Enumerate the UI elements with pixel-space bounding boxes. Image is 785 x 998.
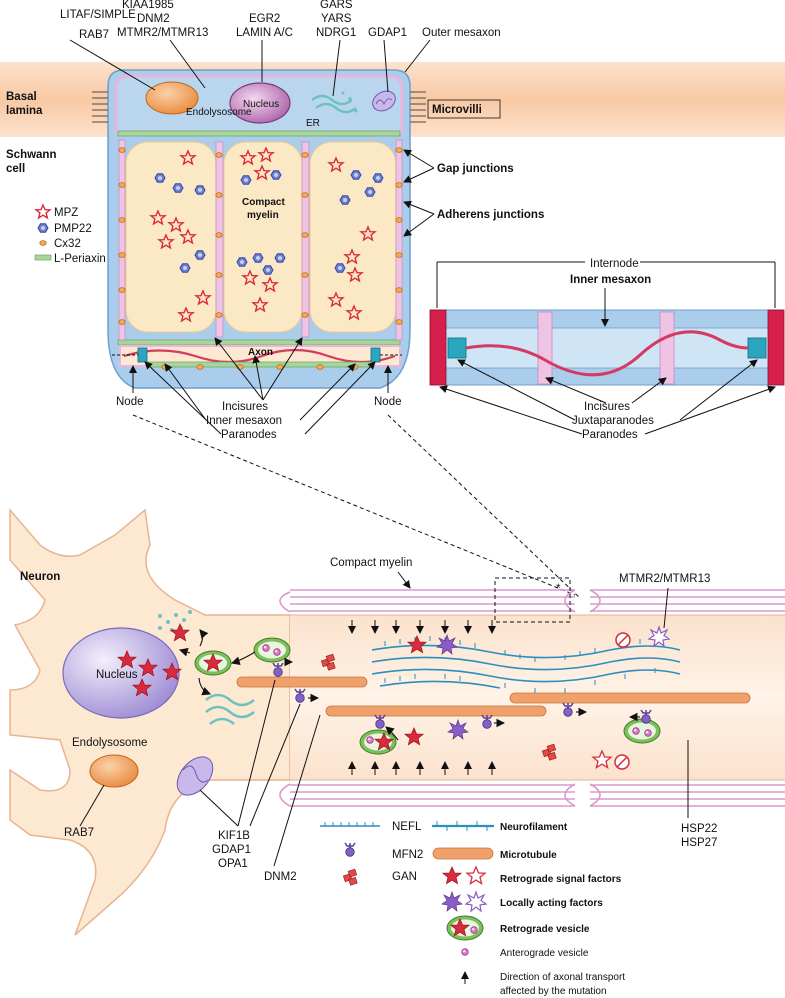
label-internode-incisures: Incisures — [584, 401, 630, 413]
legend-nefl: NEFL — [392, 821, 422, 833]
label-mtmr-top: MTMR2/MTMR13 — [117, 27, 208, 39]
microtubules — [236, 676, 751, 717]
legend-retrograde-signal: Retrograde signal factors — [500, 874, 622, 885]
label-neuron-rab7: RAB7 — [64, 827, 94, 839]
schwann-leader-lines — [112, 149, 435, 435]
top-gene-labels: LITAF/SIMPLE RAB7 KIAA1985 DNM2 MTMR2/MT… — [60, 0, 501, 41]
internode-diagram — [429, 309, 785, 386]
legend-direction1: Direction of axonal transport — [500, 972, 625, 983]
label-gap-junctions: Gap junctions — [437, 163, 514, 175]
label-yars: YARS — [321, 13, 352, 25]
label-microvilli: Microvilli — [432, 104, 482, 116]
label-hsp22: HSP22 — [681, 823, 717, 835]
internode-lines — [436, 261, 776, 435]
label-compact1: Compact — [242, 197, 285, 208]
neuron-nucleus — [62, 627, 180, 719]
mitochondrion-icon — [372, 90, 396, 112]
legend-anterograde-vesicle: Anterograde vesicle — [500, 948, 589, 959]
blocked-transport-icon — [614, 632, 631, 770]
label-basal1: Basal — [6, 91, 37, 103]
er-icon — [311, 94, 357, 114]
label-inner-mesaxon: Inner mesaxon — [206, 415, 282, 427]
label-juxtaparanodes: Juxtaparanodes — [572, 415, 654, 427]
periaxin-band — [117, 130, 401, 137]
label-gars: GARS — [320, 0, 353, 11]
top-leader-lines — [69, 39, 431, 97]
compact-myelin-compartments — [125, 141, 397, 333]
neuron-er-icon — [205, 693, 255, 725]
zoom-box — [494, 577, 571, 623]
label-paranodes: Paranodes — [221, 429, 277, 441]
neurofilaments — [371, 644, 681, 689]
label-node-left: Node — [116, 396, 144, 408]
label-axon: Axon — [248, 347, 273, 358]
schwann-legend: MPZ PMP22 Cx32 L-Periaxin — [34, 204, 106, 265]
schwann-nucleus — [229, 82, 291, 124]
transport-arrows-top — [348, 620, 496, 634]
label-rab7-top: RAB7 — [79, 29, 109, 41]
bottom-legend: NEFL Neurofilament MFN2 Microtubule GAN … — [320, 821, 625, 997]
neuron-endolysosome — [89, 754, 139, 788]
label-schwann2: cell — [6, 163, 25, 175]
label-lamin: LAMIN A/C — [236, 27, 293, 39]
schwann-cell — [107, 69, 411, 389]
label-neuron-nucleus: Nucleus — [96, 669, 138, 681]
label-internode-inner-mesaxon: Inner mesaxon — [570, 274, 651, 286]
label-neuron: Neuron — [20, 571, 60, 583]
label-nucleus-top: Nucleus — [243, 99, 279, 110]
label-internode: Internode — [590, 258, 639, 270]
label-litaf: LITAF/SIMPLE — [60, 9, 136, 21]
legend-mpz: MPZ — [54, 207, 78, 219]
label-neuron-endolysosome: Endolysosome — [72, 737, 147, 749]
legend-locally-acting: Locally acting factors — [500, 898, 603, 909]
label-hsp27: HSP27 — [681, 837, 717, 849]
microvilli — [92, 91, 426, 123]
asterisk-label: * — [556, 583, 561, 595]
label-opa1: OPA1 — [218, 858, 248, 870]
node-right-marker — [370, 347, 381, 363]
node-left-marker — [137, 347, 148, 363]
legend-direction2: affected by the mutation — [500, 986, 607, 997]
label-dnm2-top: DNM2 — [137, 13, 170, 25]
label-egr2: EGR2 — [249, 13, 280, 25]
label-internode-paranodes: Paranodes — [582, 429, 638, 441]
label-kif1b: KIF1B — [218, 830, 250, 842]
label-incisures: Incisures — [222, 401, 268, 413]
label-node-right: Node — [374, 396, 402, 408]
neuron-cell-body — [9, 507, 291, 936]
label-neuron-mtmr: MTMR2/MTMR13 — [619, 573, 710, 585]
neuron-mitochondrion-icon — [176, 756, 214, 796]
schwann-endolysosome — [145, 81, 199, 115]
label-endolysosome-top: Endolysosome — [186, 107, 252, 118]
legend-mfn2: MFN2 — [392, 849, 423, 861]
label-gdap1-top: GDAP1 — [368, 27, 407, 39]
transport-arrows-bottom — [348, 761, 496, 775]
neuron-leader-lines — [79, 571, 689, 867]
legend-pmp22: PMP22 — [54, 223, 92, 235]
label-adherens-junctions: Adherens junctions — [437, 209, 544, 221]
label-kiaa: KIAA1985 — [122, 0, 174, 11]
legend-neurofilament: Neurofilament — [500, 822, 568, 833]
legend-retrograde-vesicle: Retrograde vesicle — [500, 924, 590, 935]
label-ndrg1: NDRG1 — [316, 27, 356, 39]
label-compact-myelin: Compact myelin — [330, 557, 412, 569]
legend-periaxin: L-Periaxin — [54, 253, 106, 265]
legend-cx32: Cx32 — [54, 238, 81, 250]
label-dnm2: DNM2 — [264, 871, 297, 883]
legend-gan: GAN — [392, 871, 417, 883]
motion-arrows — [178, 629, 640, 741]
neurofilament-ticks — [384, 636, 656, 693]
label-compact2: myelin — [247, 210, 279, 221]
label-basal2: lamina — [6, 105, 43, 117]
label-gdap1: GDAP1 — [212, 844, 251, 856]
label-outer-mesaxon: Outer mesaxon — [422, 27, 501, 39]
legend-microtubule: Microtubule — [500, 850, 557, 861]
label-schwann1: Schwann — [6, 149, 56, 161]
label-er: ER — [306, 118, 320, 129]
